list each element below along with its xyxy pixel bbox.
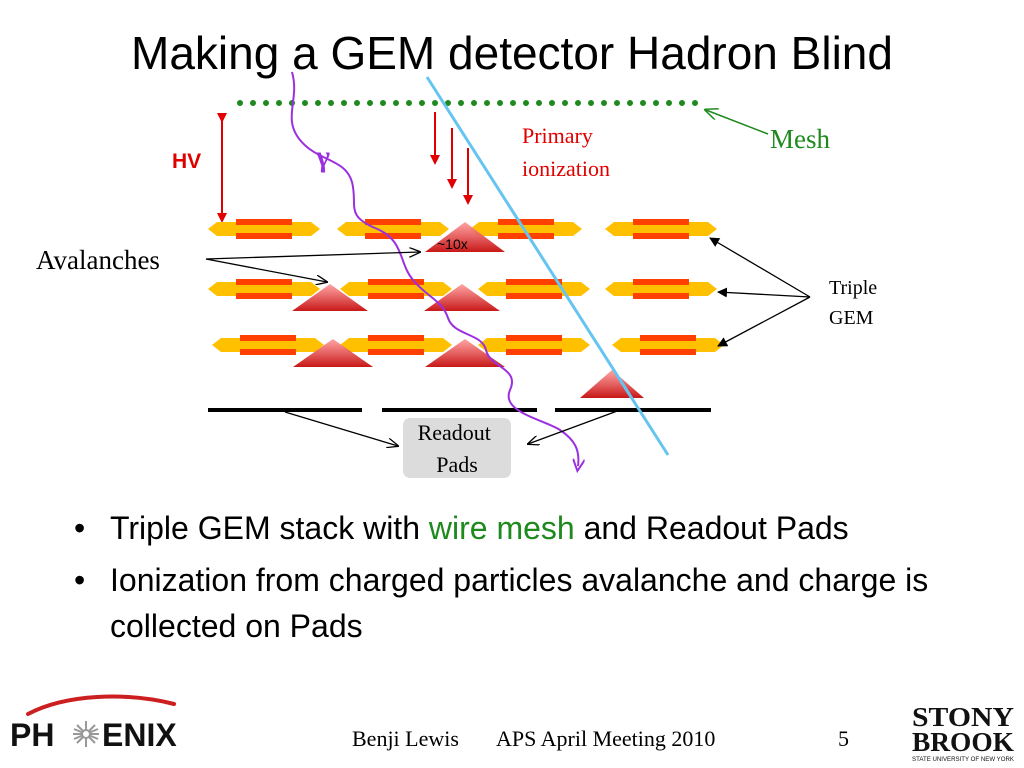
- avalanches-label: Avalanches: [36, 245, 160, 275]
- bullet-dot: •: [74, 510, 86, 546]
- avalanche-triangle: [424, 284, 500, 311]
- gem-foil: [212, 335, 324, 355]
- multiplier-label: ~10x: [437, 236, 468, 252]
- avalanches-arrow-mid: [205, 258, 327, 282]
- mesh-label-arrow: [706, 110, 769, 135]
- stony-brook-logo-bottom: STATE UNIVERSITY OF NEW YORK: [912, 757, 1014, 763]
- readout-pads-label: Readout Pads: [418, 420, 497, 477]
- triple-gem-arrow-mid: [717, 287, 811, 298]
- hv-label: HV: [172, 150, 201, 173]
- phenix-logo: PH ENIX: [10, 694, 177, 753]
- gem-foil: [340, 335, 452, 355]
- gem-foil: [208, 219, 320, 239]
- stony-brook-logo-top: STONY: [912, 702, 1014, 732]
- gem-foil: [612, 335, 724, 355]
- gem-foil: [605, 219, 717, 239]
- triple-gem-line-1: Triple: [829, 277, 877, 299]
- bullet-1-text-after: and Readout Pads: [574, 510, 849, 546]
- charged-particle-track: [425, 76, 670, 456]
- avalanche-triangle: [425, 222, 505, 252]
- bullet-1-highlight: wire mesh: [428, 510, 575, 546]
- gem-foil: [337, 219, 449, 239]
- stony-brook-logo-middle: BROOK: [912, 727, 1014, 757]
- readout-pads-arrow-left: [284, 411, 398, 446]
- avalanches-arrow-top: [205, 252, 420, 260]
- primary-ionization-label: Primary ionization: [522, 123, 610, 181]
- readout-pads-box: [403, 418, 511, 478]
- gem-foil: [605, 279, 717, 299]
- phenix-logo-right: ENIX: [102, 717, 177, 753]
- triple-gem-arrow-top: [709, 237, 811, 298]
- readout-pads-arrow-right: [528, 409, 621, 444]
- phenix-logo-swoosh: [26, 694, 176, 716]
- bullet-dot: •: [74, 562, 86, 598]
- bullet-2-text: Ionization from charged particles avalan…: [110, 562, 929, 644]
- bullet-item: • Triple GEM stack with wire mesh and Re…: [66, 505, 986, 551]
- avalanche-triangle: [580, 370, 644, 398]
- gem-foil: [478, 279, 590, 299]
- triple-gem-label: Triple GEM: [829, 277, 882, 329]
- gem-foil: [208, 279, 320, 299]
- triple-gem-arrow-bottom: [717, 296, 811, 347]
- gem-foil: [478, 335, 590, 355]
- phenix-logo-left: PH: [10, 717, 54, 753]
- mesh-label: Mesh: [770, 124, 830, 154]
- photon-track: [290, 71, 579, 466]
- avalanche-triangle: [425, 339, 505, 367]
- stony-brook-logo: STONY BROOK STATE UNIVERSITY OF NEW YORK: [912, 702, 1014, 763]
- bullet-1-text-before: Triple GEM stack with: [110, 510, 429, 546]
- gem-foil: [470, 219, 582, 239]
- readout-pads-line-2: Pads: [436, 452, 478, 477]
- slide-title: Making a GEM detector Hadron Blind: [131, 27, 893, 79]
- triple-gem-line-2: GEM: [829, 307, 874, 329]
- bullet-item: • Ionization from charged particles aval…: [66, 557, 986, 649]
- bullet-list: • Triple GEM stack with wire mesh and Re…: [66, 505, 986, 655]
- gem-foil: [340, 279, 452, 299]
- footer-presenter: Benji Lewis: [352, 726, 459, 751]
- triple-gem-foils: [208, 219, 724, 355]
- avalanche-triangle: [293, 339, 373, 367]
- primary-ionization-line-2: ionization: [522, 156, 610, 181]
- readout-pads-line-1: Readout: [418, 420, 491, 445]
- avalanche-triangle: [292, 284, 368, 311]
- slide-number: 5: [838, 726, 849, 751]
- primary-ionization-line-1: Primary: [522, 123, 593, 148]
- footer-meeting: APS April Meeting 2010: [496, 726, 716, 751]
- phenix-logo-star-icon: [73, 721, 99, 747]
